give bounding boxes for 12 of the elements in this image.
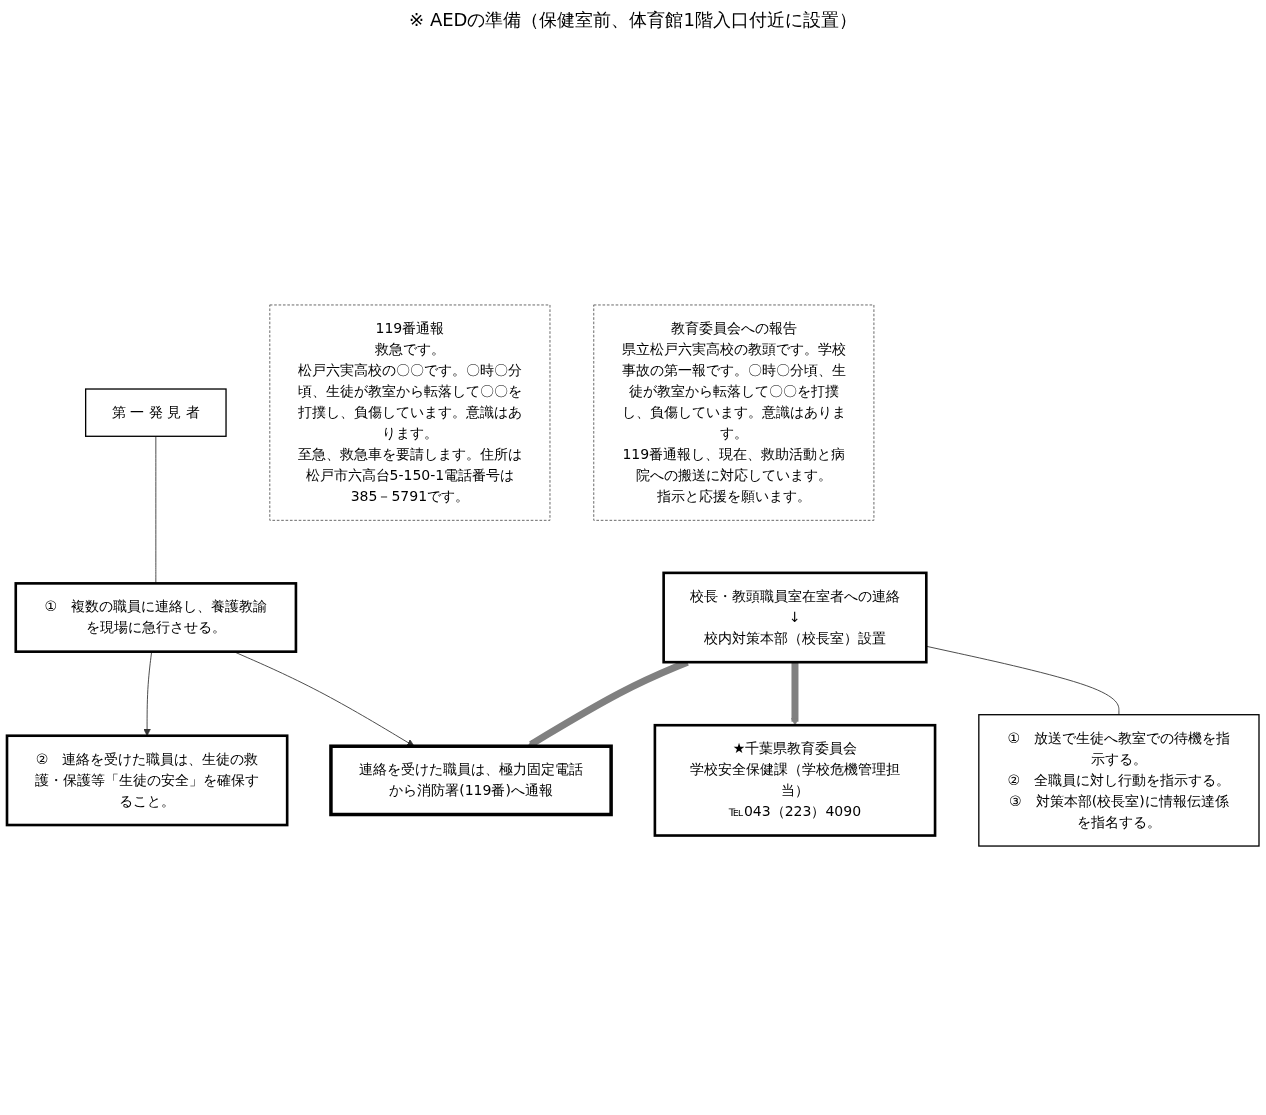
node-box: 第 一 発 見 者 — [85, 388, 227, 437]
node-box: 校長・教頭職員室在室者への連絡 ↓ 校内対策本部（校長室）設置 — [662, 571, 928, 664]
arrow — [791, 662, 799, 726]
node-box: ② 連絡を受けた職員は、生徒の救護・保護等「生徒の安全」を確保すること。 — [5, 734, 289, 827]
note-text: ※ AEDの準備（保健室前、体育館1階入口付近に設置） — [409, 8, 857, 32]
node-box: 119番通報 救急です。 松戸六実高校の〇〇です。〇時〇分頃、生徒が教室から転落して〇〇を打撲し、負傷しています。意識はあります。 至急、救急車を要請します。住所は松戸市六高台5-150-1電話番号は385－5791です。 — [269, 304, 551, 521]
node-box: 教育委員会への報告 県立松戸六実高校の教頭です。学校事故の第一報です。〇時〇分頃、生徒が教室から転落して〇〇を打撲し、負傷しています。意識はあります。 119番通報し、現在、救助活動と病院への搬送に対応しています。 指示と応援を願います。 — [593, 304, 875, 521]
node-box: ① 放送で生徒へ教室での待機を指示する。 ② 全職員に対し行動を指示する。 ③ 対策本部(校長室)に情報伝達係を指名する。 — [978, 714, 1260, 847]
node-box: ★千葉県教育委員会 学校安全保健課（学校危機管理担当） ℡043（223）4090 — [653, 723, 937, 837]
node-box: ① 複数の職員に連絡し、養護教諭を現場に急行させる。 — [14, 582, 298, 653]
connector — [155, 435, 157, 584]
node-box: 連絡を受けた職員は、極力固定電話から消防署(119番)へ通報 — [329, 744, 613, 817]
